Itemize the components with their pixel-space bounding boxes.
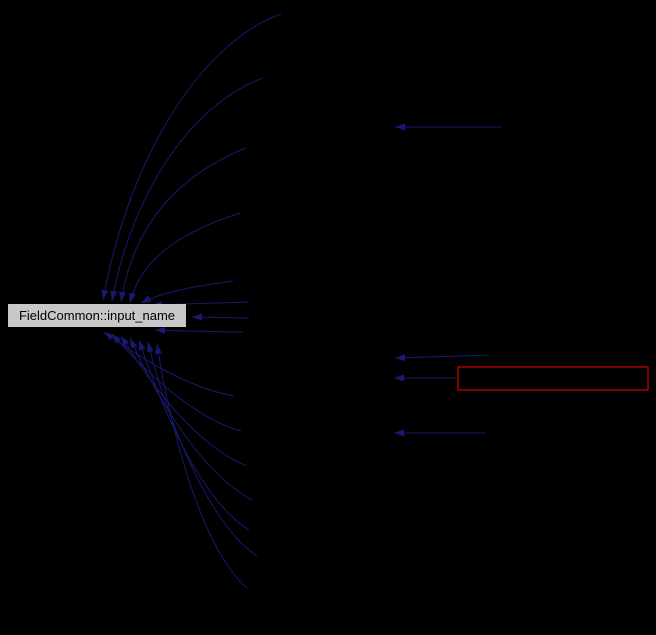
call-edge — [101, 13, 282, 301]
node-box[interactable] — [8, 304, 186, 327]
current-node[interactable]: FieldCommon::input_name — [8, 304, 186, 327]
call-edge — [128, 212, 241, 304]
highlighted-node-border[interactable] — [457, 366, 649, 391]
call-edge — [111, 333, 242, 432]
call-edge — [146, 341, 258, 557]
call-edge — [110, 77, 264, 302]
call-edge — [120, 335, 248, 467]
call-edge — [155, 343, 248, 589]
dependency-arrow — [394, 354, 490, 362]
node-label: FieldCommon::input_name — [19, 308, 175, 323]
call-edge — [129, 337, 253, 501]
call-edge — [140, 280, 234, 304]
call-edge — [119, 147, 247, 303]
call-edge — [154, 326, 244, 334]
call-edge — [191, 313, 250, 321]
